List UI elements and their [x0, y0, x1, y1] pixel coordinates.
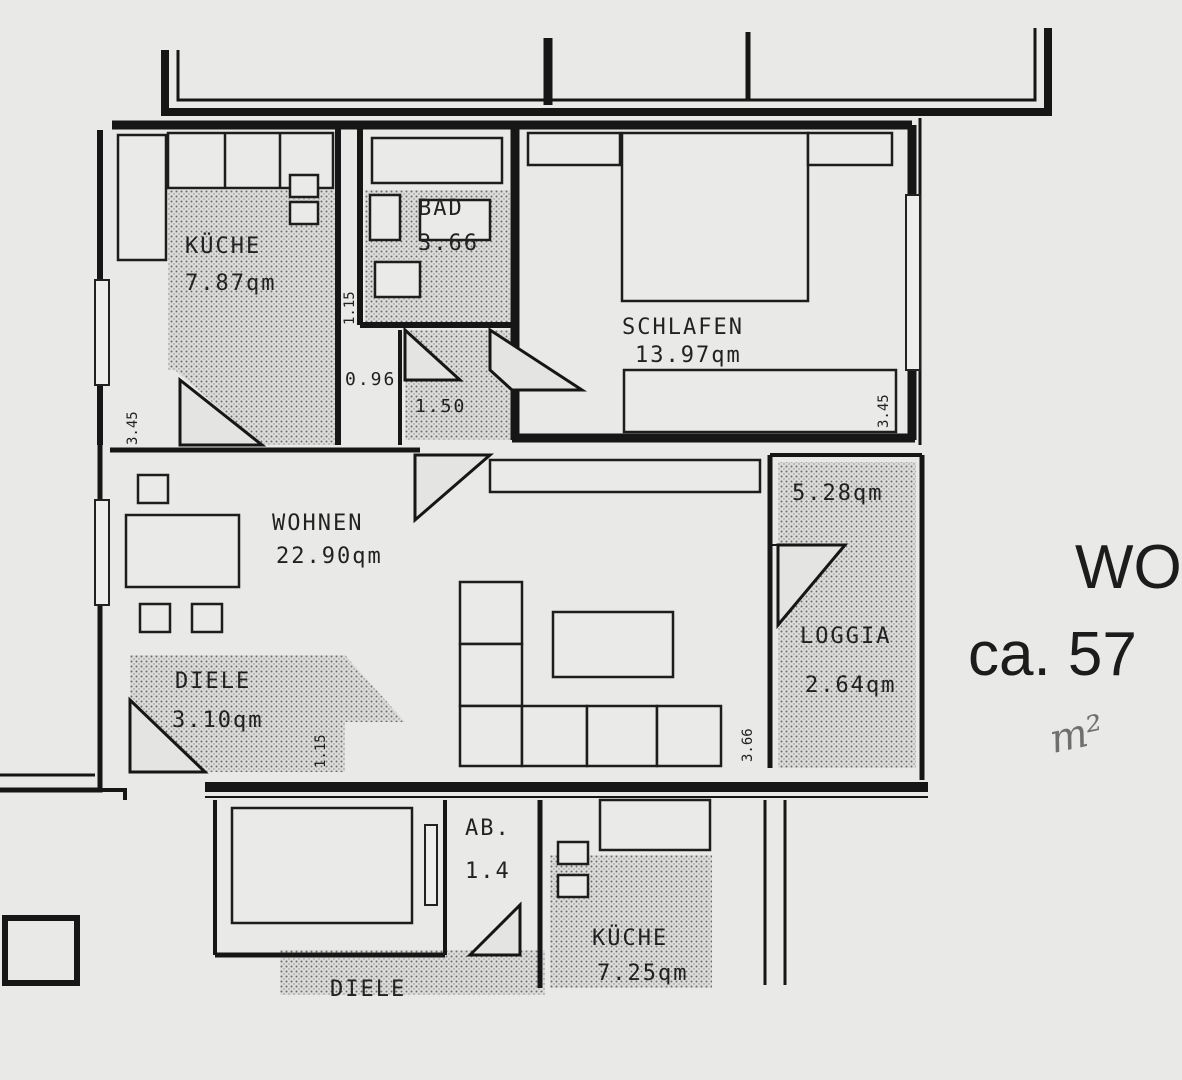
chair-1: [136, 473, 170, 505]
room-area-wohnen: 22.90qm: [276, 544, 383, 569]
nightstand-left: [526, 131, 622, 167]
wardrobe: [622, 368, 898, 434]
room-area-schlafen: 13.97qm: [635, 343, 742, 368]
dim-schlafen-right: 3.45: [876, 394, 892, 428]
sofa-seat-1: [458, 580, 524, 646]
room-area-bad: 3.66: [418, 231, 479, 256]
room-labels: KÜCHE 7.87qm BAD 3.66 SCHLAFEN 13.97qm W…: [172, 196, 896, 1002]
bed: [620, 131, 810, 303]
bathtub: [370, 136, 504, 185]
lower-burner-2: [556, 873, 590, 899]
lower-burner-1: [556, 840, 590, 866]
dim-diele: 1.15: [313, 734, 329, 768]
room-name-schlafen: SCHLAFEN: [622, 315, 744, 340]
door-swings: [128, 326, 849, 957]
room-area-diele: 3.10qm: [172, 708, 263, 733]
sofa-seat-5: [585, 704, 659, 768]
diele-floor: [130, 655, 405, 772]
lower-counter: [598, 798, 712, 852]
sofa-seat-4: [520, 704, 589, 768]
washbasin: [373, 260, 422, 299]
room-name-diele: DIELE: [175, 669, 251, 694]
side-note-size: ca. 57: [968, 620, 1137, 689]
room-name-bad: BAD: [418, 196, 464, 221]
side-note-heading: WO: [1075, 533, 1182, 602]
room-name-wohnen: WOHNEN: [272, 511, 363, 536]
room-name-diele-lower: DIELE: [330, 977, 406, 1002]
room-area-loggia: 2.64qm: [805, 673, 896, 698]
sofa-seat-3: [458, 704, 524, 768]
coffee-table: [551, 610, 675, 679]
dim-wohnen: 3.66: [740, 728, 756, 762]
lower-bathtub: [230, 806, 414, 925]
nightstand-right: [806, 131, 894, 167]
windows: [94, 194, 921, 906]
room-area-small-a: 0.96: [345, 369, 396, 390]
chair-2: [138, 602, 172, 634]
stove-burner-2: [288, 200, 320, 226]
room-area-small-b: 1.50: [415, 396, 466, 417]
room-area-ab: 1.4: [465, 859, 511, 884]
sofa-seat-2: [458, 642, 524, 708]
dim-kitchen-left: 3.45: [125, 411, 141, 445]
diele-lower-floor: [280, 950, 545, 995]
room-name-kueche: KÜCHE: [185, 233, 261, 259]
room-area-kueche: 7.87qm: [185, 271, 276, 296]
room-name-loggia: LOGGIA: [800, 624, 891, 649]
walls: [0, 28, 1052, 988]
kitchen-floor: [168, 190, 335, 445]
dim-kitchen-inner: 1.15: [342, 291, 358, 325]
furniture: [116, 131, 898, 925]
kitchen-lower-floor: [550, 855, 712, 988]
room-name-ab: AB.: [465, 816, 511, 841]
side-note: WO ca. 57 m²: [968, 533, 1182, 763]
side-note-unit: m²: [1045, 707, 1107, 763]
kitchen-counter-left: [116, 133, 168, 262]
loggia-floor: [778, 462, 916, 768]
bath-shelf: [418, 198, 492, 242]
room-area-loggia-upper: 5.28qm: [792, 481, 883, 506]
toilet: [368, 193, 402, 242]
dimension-labels: 3.45 1.15 3.45 1.15 3.66: [125, 291, 892, 768]
sofa-seat-6: [655, 704, 723, 768]
kitchen-counter-top: [166, 131, 335, 190]
stove-burner-1: [288, 173, 320, 199]
sideboard: [488, 458, 762, 494]
dining-table: [124, 513, 241, 589]
chair-3: [190, 602, 224, 634]
room-name-kueche-lower: KÜCHE: [592, 925, 668, 951]
room-area-kueche-lower: 7.25qm: [597, 961, 688, 986]
